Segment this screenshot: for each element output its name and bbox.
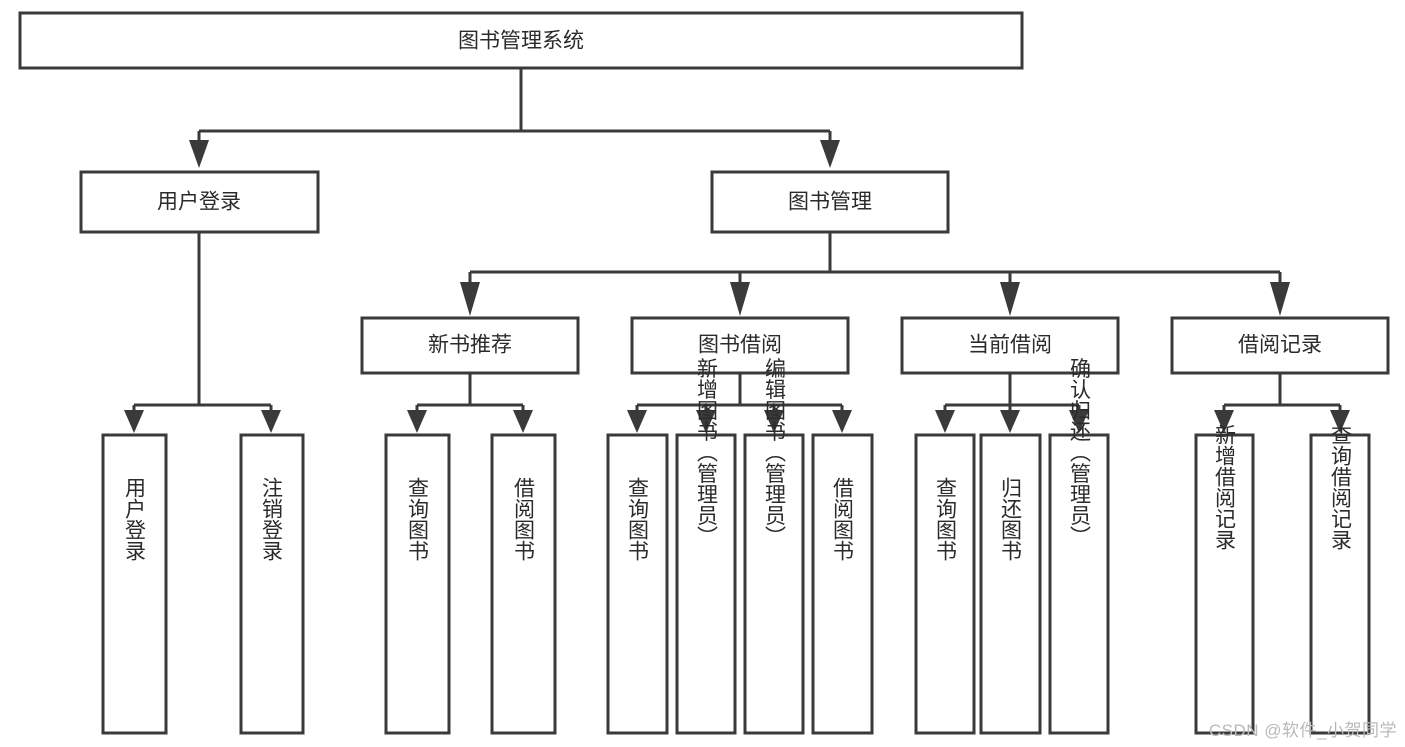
arrow-to-leaf-query-book-2	[627, 410, 647, 433]
node-book-management-box[interactable]	[710, 170, 950, 234]
arrow-to-leaf-return-book	[1000, 410, 1020, 433]
node-book-management-label: 图书管理	[788, 191, 872, 214]
node-root[interactable]: 图书管理系统	[18, 11, 1024, 70]
node-root-label: 图书管理系统	[458, 30, 584, 53]
node-book-borrow-label: 图书借阅	[698, 334, 782, 357]
connector-group-current-borrow	[935, 373, 1089, 433]
node-book-borrow[interactable]: 图书借阅	[630, 316, 850, 375]
node-current-borrow-box[interactable]	[900, 316, 1120, 375]
arrow-to-current-borrow	[1000, 282, 1020, 316]
node-leaf-query-book-2-label: 查询图书	[626, 477, 650, 561]
node-leaf-query-book-1-box[interactable]	[384, 433, 451, 735]
node-root-box[interactable]	[18, 11, 1024, 70]
arrow-to-leaf-add-record	[1214, 410, 1234, 433]
node-leaf-query-book-2-box[interactable]	[606, 433, 669, 735]
arrow-to-book-borrow	[730, 282, 750, 316]
node-user-login[interactable]: 用户登录	[79, 170, 320, 234]
node-leaf-add-book-label: 新增图书（管理员）	[695, 358, 719, 547]
connector-group-new-book-recommend	[407, 373, 533, 433]
node-new-book-recommend-box[interactable]	[360, 316, 580, 375]
node-leaf-query-book-1-label: 查询图书	[406, 477, 430, 561]
arrow-to-leaf-borrow-book-1	[513, 410, 533, 433]
node-leaf-confirm-return-box[interactable]	[1048, 433, 1110, 735]
node-leaf-borrow-book-2-box[interactable]	[811, 433, 874, 735]
node-leaf-user-login-box[interactable]	[101, 433, 168, 735]
node-leaf-query-book-2[interactable]: 查询图书	[606, 433, 669, 735]
node-leaf-query-book-3[interactable]: 查询图书	[914, 433, 976, 735]
arrow-to-leaf-add-book	[696, 410, 716, 433]
node-leaf-borrow-book-1-box[interactable]	[490, 433, 557, 735]
connector-group-book-borrow	[627, 373, 852, 433]
connector-group-borrow-record	[1214, 373, 1350, 433]
node-current-borrow-label: 当前借阅	[968, 334, 1052, 357]
node-leaf-logout-login-box[interactable]	[239, 433, 305, 735]
arrow-to-leaf-query-book-1	[407, 410, 427, 433]
connector-group-user-login	[124, 233, 281, 433]
node-borrow-record-label: 借阅记录	[1238, 334, 1322, 357]
node-leaf-borrow-book-2[interactable]: 借阅图书	[811, 433, 874, 735]
node-leaf-edit-book-label: 编辑图书（管理员）	[763, 358, 787, 547]
node-leaf-add-record-label: 新增借阅记录	[1213, 424, 1237, 550]
node-user-login-box[interactable]	[79, 170, 320, 234]
arrow-to-borrow-record	[1270, 282, 1290, 316]
node-leaf-confirm-return[interactable]: 确认归还（管理员）	[1048, 358, 1110, 735]
arrow-to-leaf-logout-login	[261, 410, 281, 433]
node-leaf-query-record-label: 查询借阅记录	[1329, 424, 1353, 550]
arrow-to-leaf-user-login	[124, 410, 144, 433]
arrow-to-leaf-edit-book	[764, 410, 784, 433]
node-leaf-logout-login[interactable]: 注销登录	[239, 433, 305, 735]
node-current-borrow[interactable]: 当前借阅	[900, 316, 1120, 375]
node-leaf-add-record-box[interactable]	[1194, 433, 1255, 735]
arrow-to-leaf-confirm-return	[1069, 410, 1089, 433]
node-user-login-label: 用户登录	[157, 191, 241, 214]
node-leaf-confirm-return-label: 确认归还（管理员）	[1068, 358, 1092, 547]
node-leaf-query-book-3-label: 查询图书	[934, 477, 958, 561]
node-leaf-return-book-label: 归还图书	[999, 477, 1023, 561]
node-leaf-borrow-book-1[interactable]: 借阅图书	[490, 433, 557, 735]
arrow-to-user-login	[189, 140, 209, 168]
node-leaf-user-login[interactable]: 用户登录	[101, 433, 168, 735]
node-leaf-add-book[interactable]: 新增图书（管理员）	[675, 358, 737, 735]
node-leaf-edit-book[interactable]: 编辑图书（管理员）	[743, 358, 805, 735]
node-leaf-query-book-3-box[interactable]	[914, 433, 976, 735]
node-leaf-user-login-label: 用户登录	[123, 477, 147, 561]
connector-group-book-management	[460, 233, 1290, 316]
csdn-watermark: CSDN @软件_小贺同学	[1208, 721, 1397, 740]
node-leaf-add-record[interactable]: 新增借阅记录	[1194, 424, 1255, 735]
node-leaf-borrow-book-1-label: 借阅图书	[512, 477, 536, 561]
node-borrow-record-box[interactable]	[1170, 316, 1390, 375]
node-leaf-add-book-box[interactable]	[675, 433, 737, 735]
node-new-book-recommend[interactable]: 新书推荐	[360, 316, 580, 375]
node-new-book-recommend-label: 新书推荐	[428, 334, 512, 357]
node-leaf-query-record-box[interactable]	[1309, 433, 1371, 735]
node-leaf-logout-login-label: 注销登录	[260, 477, 284, 561]
arrow-to-leaf-query-record	[1330, 410, 1350, 433]
node-book-borrow-box[interactable]	[630, 316, 850, 375]
node-leaf-edit-book-box[interactable]	[743, 433, 805, 735]
arrow-to-new-book-recommend	[460, 282, 480, 316]
arrow-to-book-management	[820, 140, 840, 168]
node-leaf-return-book[interactable]: 归还图书	[979, 433, 1042, 735]
node-leaf-borrow-book-2-label: 借阅图书	[831, 477, 855, 561]
node-leaf-query-record[interactable]: 查询借阅记录	[1309, 424, 1371, 735]
arrow-to-leaf-query-book-3	[935, 410, 955, 433]
node-leaf-query-book-1[interactable]: 查询图书	[384, 433, 451, 735]
node-borrow-record[interactable]: 借阅记录	[1170, 316, 1390, 375]
node-leaf-return-book-box[interactable]	[979, 433, 1042, 735]
connector-group-root	[189, 69, 840, 168]
node-book-management[interactable]: 图书管理	[710, 170, 950, 234]
arrow-to-leaf-borrow-book-2	[832, 410, 852, 433]
